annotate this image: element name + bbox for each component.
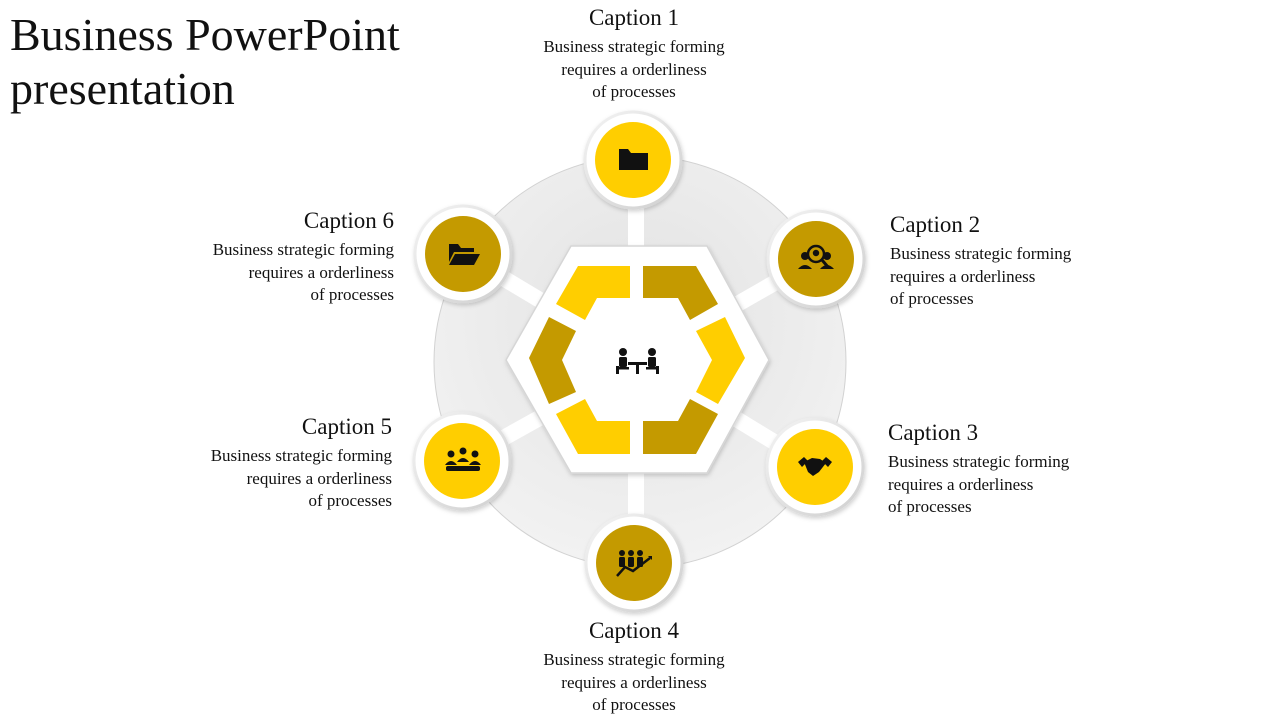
caption-4-line-2: requires a orderliness xyxy=(561,672,707,692)
caption-title-4: Caption 4 xyxy=(588,618,680,643)
caption-text-1: Business strategic forming requires a or… xyxy=(504,36,764,104)
caption-6-line-3: of processes xyxy=(310,285,394,304)
caption-3-line-2: requires a orderliness xyxy=(888,474,1034,494)
caption-4-line-1: Business strategic forming xyxy=(543,650,725,669)
hex-segment-top-right xyxy=(643,266,718,320)
caption-2-line-2: requires a orderliness xyxy=(890,266,1036,286)
caption-6-line-2: requires a orderliness xyxy=(248,262,394,282)
caption-2-line-3: of processes xyxy=(890,289,974,308)
page-title-line-2: presentation xyxy=(10,63,235,114)
meeting-group-icon xyxy=(445,447,481,471)
folder-icon xyxy=(619,149,648,170)
caption-text-2: Business strategic forming requires a or… xyxy=(890,243,1150,311)
caption-block-4: Caption 4 Business strategic forming req… xyxy=(504,617,764,717)
team-growth-icon xyxy=(616,550,652,577)
node-5 xyxy=(412,411,512,511)
caption-text-4: Business strategic forming requires a or… xyxy=(504,649,764,717)
node-4 xyxy=(584,513,684,613)
caption-3-line-1: Business strategic forming xyxy=(888,452,1070,471)
node-circles xyxy=(412,110,866,613)
user-search-icon xyxy=(798,244,834,269)
caption-2-line-1: Business strategic forming xyxy=(890,244,1072,263)
caption-3-line-3: of processes xyxy=(888,497,972,516)
page-title: Business PowerPoint presentation xyxy=(10,8,530,116)
hex-segment-left-upper xyxy=(529,317,576,404)
caption-block-2: Caption 2 Business strategic forming req… xyxy=(890,211,1150,311)
meeting-table-icon xyxy=(616,348,659,374)
caption-6-line-1: Business strategic forming xyxy=(212,240,394,259)
hex-segment-right-lower xyxy=(643,399,718,454)
caption-1-line-3: of processes xyxy=(592,82,676,101)
page-title-line-1: Business PowerPoint xyxy=(10,9,400,60)
caption-5-line-1: Business strategic forming xyxy=(210,446,392,465)
node-1 xyxy=(583,110,683,210)
node-3 xyxy=(765,417,865,517)
caption-5-line-3: of processes xyxy=(308,491,392,510)
node-2 xyxy=(766,209,866,309)
caption-title-6: Caption 6 xyxy=(303,208,394,233)
hex-segment-right-upper xyxy=(696,317,745,404)
caption-block-5: Caption 5 Business strategic forming req… xyxy=(132,413,392,513)
hexagon-segments xyxy=(529,266,745,454)
caption-title-3: Caption 3 xyxy=(888,420,979,445)
caption-block-1: Caption 1 Business strategic forming req… xyxy=(504,4,764,104)
caption-text-6: Business strategic forming requires a or… xyxy=(134,239,394,307)
caption-1-line-2: requires a orderliness xyxy=(561,59,707,79)
caption-text-3: Business strategic forming requires a or… xyxy=(888,451,1148,519)
caption-block-3: Caption 3 Business strategic forming req… xyxy=(888,419,1148,519)
caption-block-6: Caption 6 Business strategic forming req… xyxy=(134,207,394,307)
caption-title-1: Caption 1 xyxy=(588,5,680,30)
hex-segment-left-lower xyxy=(556,399,630,454)
caption-title-5: Caption 5 xyxy=(301,414,392,439)
node-6 xyxy=(413,204,513,304)
hex-segment-top-left xyxy=(556,266,630,320)
caption-title-2: Caption 2 xyxy=(890,212,981,237)
caption-5-line-2: requires a orderliness xyxy=(246,468,392,488)
open-folder-icon xyxy=(449,244,480,265)
caption-text-5: Business strategic forming requires a or… xyxy=(132,445,392,513)
handshake-icon xyxy=(798,457,832,476)
caption-1-line-1: Business strategic forming xyxy=(543,37,725,56)
caption-4-line-3: of processes xyxy=(592,695,676,714)
